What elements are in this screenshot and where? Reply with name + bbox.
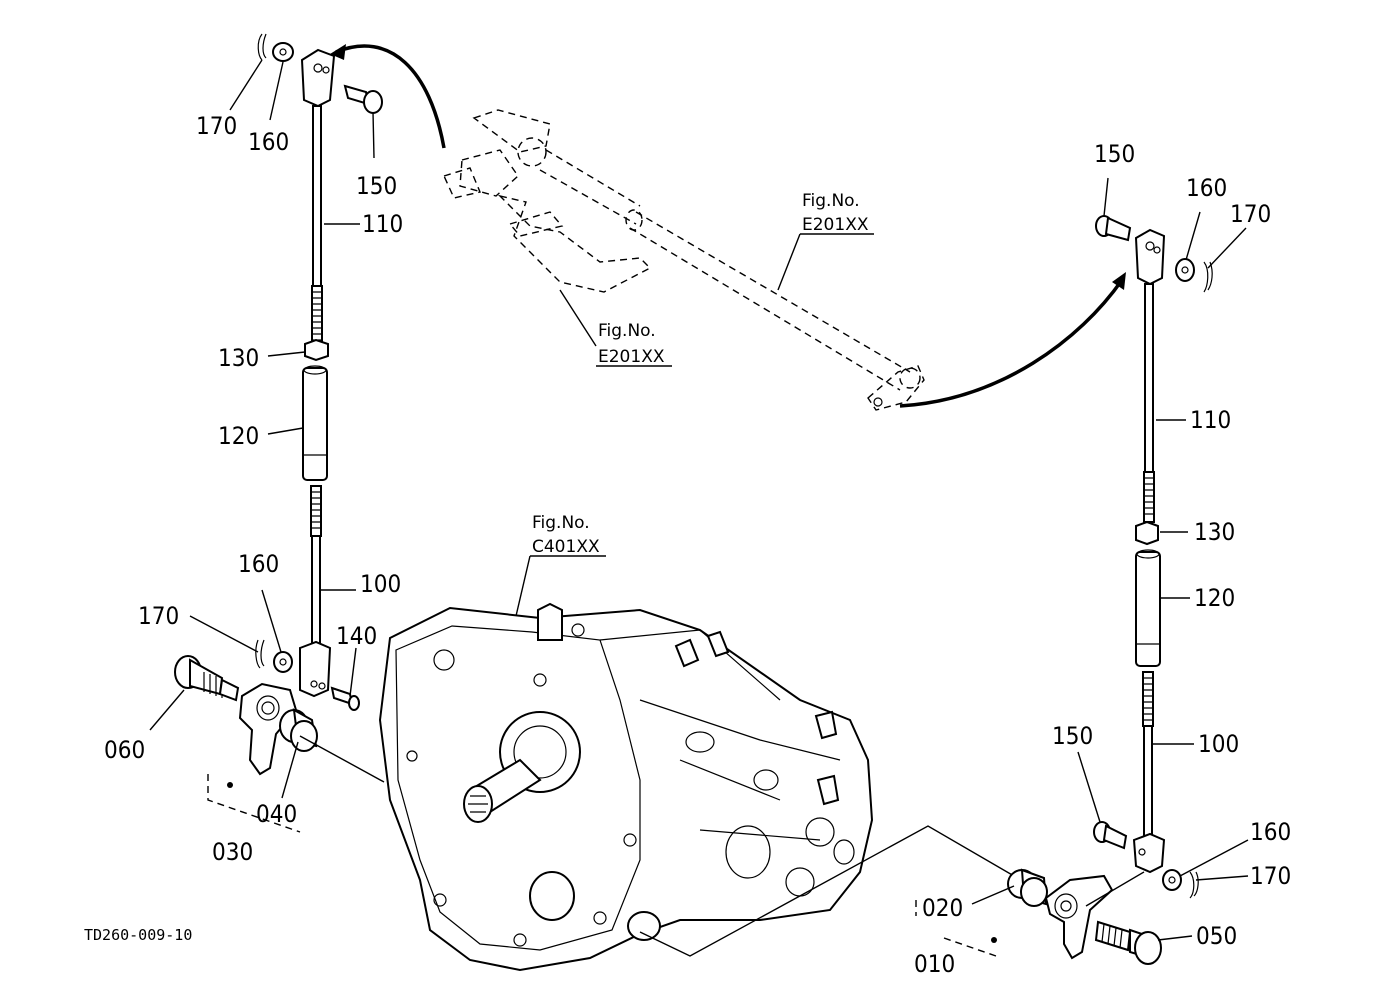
label-110-right: 110 <box>1190 406 1231 434</box>
right-bottom-cotter-pin <box>1189 871 1199 899</box>
left-top-cotter-pin <box>257 33 267 61</box>
fig-ref-1-prefix: Fig.No. <box>802 191 860 211</box>
fig-ref-3-code: C401XX <box>532 537 600 557</box>
left-rod-assembly <box>174 33 383 833</box>
label-150-bottom-right: 150 <box>1052 722 1093 750</box>
label-060: 060 <box>104 736 145 764</box>
transmission-housing <box>299 602 1015 972</box>
left-lever-030 <box>238 682 298 776</box>
left-rod-110 <box>312 105 322 287</box>
label-010: 010 <box>914 950 955 978</box>
right-rod-100 <box>1143 725 1153 839</box>
left-top-washer <box>272 42 294 62</box>
label-170-bottom-right: 170 <box>1250 862 1291 890</box>
leader-lines <box>149 59 1249 941</box>
label-170-top-left: 170 <box>196 112 237 140</box>
figure-references: Fig.No. E201XX Fig.No. E201XX Fig.No. C4… <box>532 191 869 557</box>
left-bottom-washer <box>273 651 293 673</box>
right-nut-130 <box>1135 520 1159 546</box>
right-rod-assembly <box>915 215 1213 965</box>
left-bushing-040 <box>279 708 318 752</box>
right-top-washer <box>1175 258 1195 282</box>
right-rod-thread-lower <box>1142 671 1154 727</box>
label-130-right: 130 <box>1194 518 1235 546</box>
label-120-left: 120 <box>218 422 259 450</box>
left-rod-thread-upper <box>311 285 323 345</box>
fig-ref-2-code: E201XX <box>598 347 665 367</box>
fig-ref-2-prefix: Fig.No. <box>598 321 656 341</box>
arrow-to-right-clevis <box>899 278 1124 408</box>
label-160-bottom-left: 160 <box>238 550 279 578</box>
right-lever-010 <box>1044 874 1114 960</box>
label-170-bottom-left: 170 <box>138 602 179 630</box>
label-050: 050 <box>1196 922 1237 950</box>
label-160-top-left: 160 <box>248 128 289 156</box>
arrow-to-left-clevis <box>335 44 446 149</box>
left-bolt-060 <box>174 655 240 702</box>
label-150-top-right: 150 <box>1094 140 1135 168</box>
left-rod-100 <box>311 535 321 649</box>
pedal-shaft-reference <box>443 109 925 411</box>
left-bottom-clevis <box>299 640 332 698</box>
label-020: 020 <box>922 894 963 922</box>
label-130-left: 130 <box>218 344 259 372</box>
label-100-left: 100 <box>360 570 401 598</box>
left-top-clevis <box>300 48 336 108</box>
right-top-cotter-pin <box>1203 261 1213 293</box>
label-160-bottom-right: 160 <box>1250 818 1291 846</box>
right-bottom-clevis <box>1132 832 1166 874</box>
right-rod-110 <box>1144 283 1154 473</box>
label-140: 140 <box>336 622 377 650</box>
left-bottom-cotter-pin <box>255 639 265 669</box>
label-100-right: 100 <box>1198 730 1239 758</box>
right-bushing-020 <box>1007 868 1048 907</box>
label-150-top-left: 150 <box>356 172 397 200</box>
label-110-left: 110 <box>362 210 403 238</box>
drawing-code: TD260-009-10 <box>84 926 192 944</box>
right-bottom-washer <box>1162 869 1182 891</box>
label-030: 030 <box>212 838 253 866</box>
part-labels: 170 160 150 110 130 120 160 100 170 140 … <box>104 112 1291 978</box>
left-rod-thread-lower <box>310 485 322 537</box>
label-040: 040 <box>256 800 297 828</box>
fig-ref-3-prefix: Fig.No. <box>532 513 590 533</box>
right-rod-thread-upper <box>1143 471 1155 523</box>
right-turnbuckle-120 <box>1135 551 1161 667</box>
left-turnbuckle-120 <box>302 367 328 481</box>
right-bolt-050 <box>1094 920 1162 965</box>
right-top-clevis <box>1134 228 1166 286</box>
fig-ref-1-code: E201XX <box>802 215 869 235</box>
label-160-top-right: 160 <box>1186 174 1227 202</box>
left-nut-130 <box>304 338 329 362</box>
label-170-top-right: 170 <box>1230 200 1271 228</box>
label-120-right: 120 <box>1194 584 1235 612</box>
